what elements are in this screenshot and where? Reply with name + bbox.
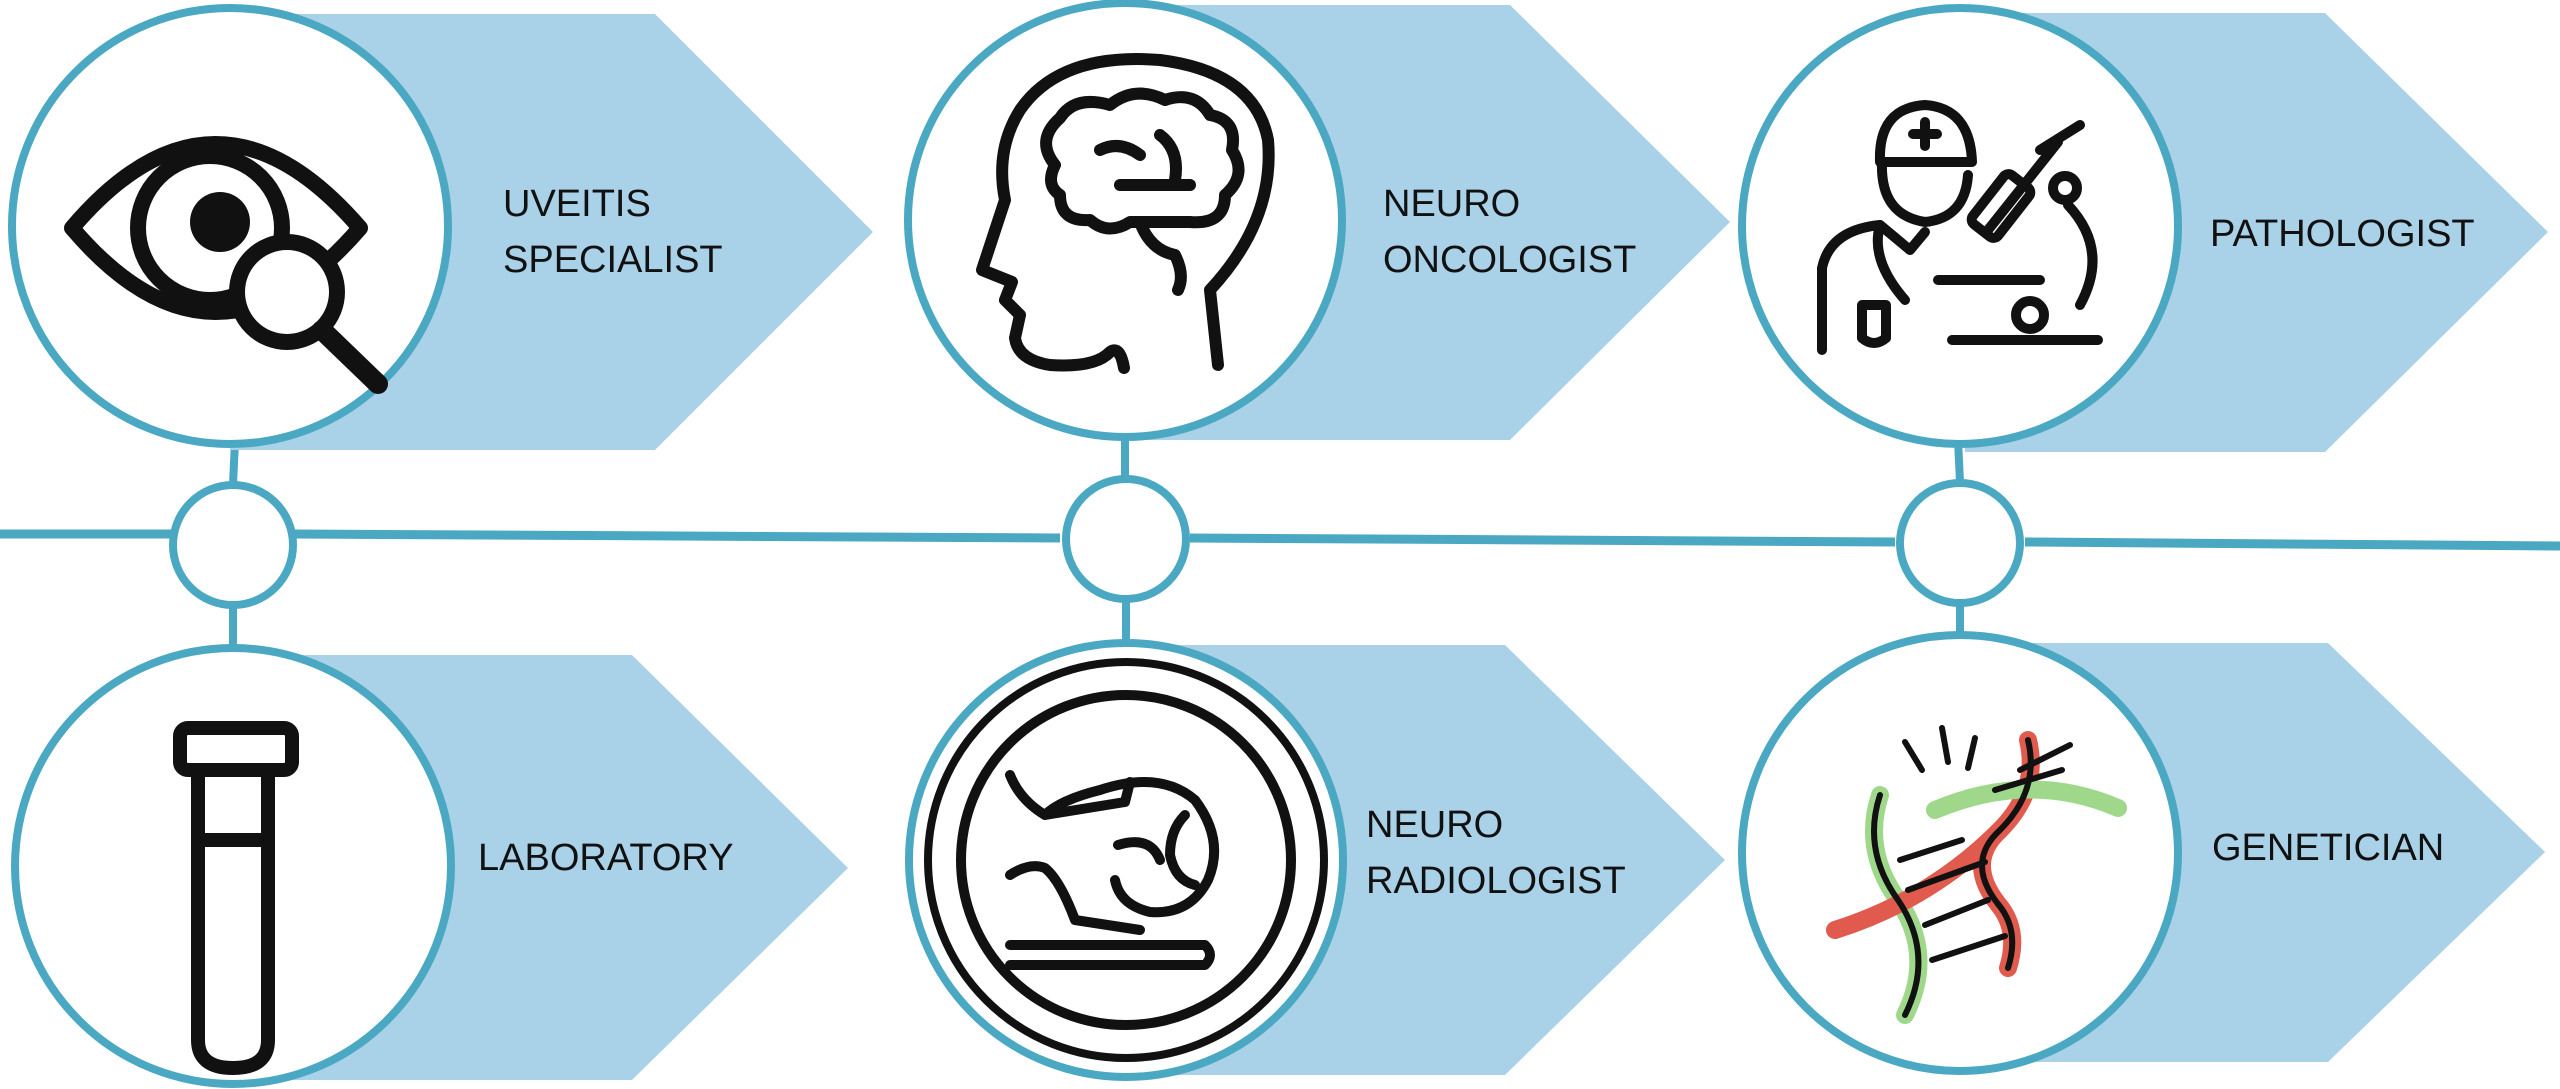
label-uveitis: UVEITIS SPECIALIST: [503, 183, 723, 281]
circle-laboratory: [11, 644, 455, 1088]
dna-helix-icon: [1826, 725, 2127, 1024]
label-geneticist: GENETICIAN: [2212, 827, 2444, 869]
eye-magnifier-icon: [64, 136, 388, 394]
circle-geneticist: [1738, 631, 2182, 1075]
label-neuro-radiologist: NEURO RADIOLOGIST: [1366, 804, 1626, 902]
timeline-line: [0, 529, 2560, 551]
test-tube-icon: [173, 721, 299, 1075]
label-laboratory-line1: LABORATORY: [478, 837, 734, 879]
label-pathologist-line1: PATHOLOGIST: [2210, 213, 2475, 255]
label-neuro-oncologist: NEURO ONCOLOGIST: [1383, 183, 1636, 281]
timeline-node-1: [169, 481, 297, 609]
circle-pathologist: [1738, 4, 2182, 448]
circle-neuro-radiologist: [905, 639, 1347, 1081]
label-uveitis-line1: UVEITIS: [503, 183, 651, 225]
label-neuro-radiologist-line1: NEURO: [1366, 804, 1503, 846]
label-pathologist: PATHOLOGIST: [2210, 213, 2475, 255]
label-geneticist-line1: GENETICIAN: [2212, 827, 2444, 869]
role-labels: UVEITIS SPECIALIST NEURO ONCOLOGIST PATH…: [478, 183, 2475, 902]
timeline-node-2: [1062, 475, 1190, 603]
label-uveitis-line2: SPECIALIST: [503, 239, 723, 281]
label-neuro-oncologist-line1: NEURO: [1383, 183, 1520, 225]
timeline-node-3: [1896, 479, 2024, 607]
brain-head-icon: [976, 53, 1275, 374]
label-neuro-radiologist-line2: RADIOLOGIST: [1366, 860, 1626, 902]
doctor-microscope-icon: [1817, 100, 2103, 355]
mri-scanner-icon: [924, 658, 1328, 1062]
label-neuro-oncologist-line2: ONCOLOGIST: [1383, 239, 1636, 281]
label-laboratory: LABORATORY: [478, 837, 734, 879]
timeline-nodes: [169, 475, 2024, 609]
